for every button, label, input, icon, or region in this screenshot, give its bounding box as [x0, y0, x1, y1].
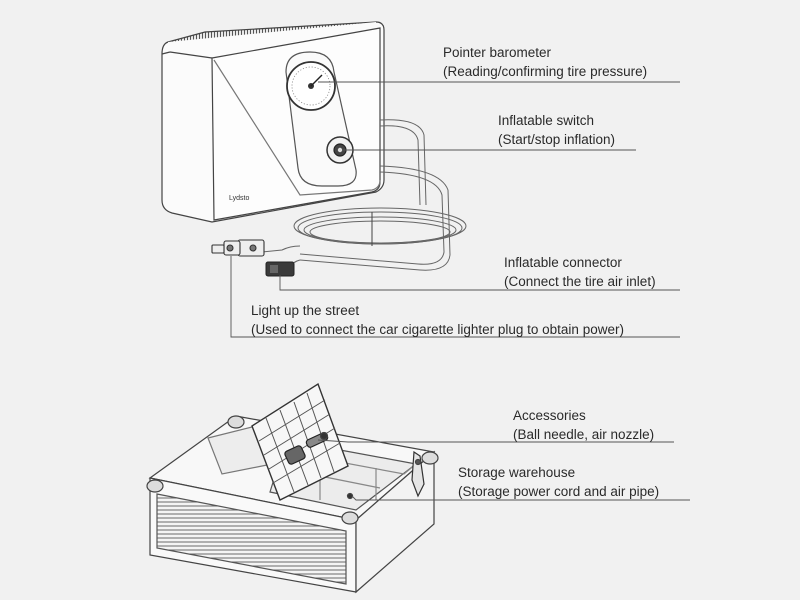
leader-storage	[351, 495, 690, 501]
leader-lines	[230, 81, 690, 501]
leader-accessories	[317, 439, 674, 443]
leader-light	[230, 256, 680, 338]
callout-description: (Ball needle, air nozzle)	[513, 427, 655, 442]
callout-pointer-barometer: Pointer barometer (Reading/confirming ti…	[443, 43, 647, 81]
callout-inflatable-switch: Inflatable switch (Start/stop inflation)	[498, 111, 615, 149]
inflatable-connector	[265, 261, 295, 277]
brand-logo: Lydsto	[229, 195, 249, 202]
callout-title: Inflatable switch	[498, 113, 595, 128]
callout-accessories: Accessories (Ball needle, air nozzle)	[513, 406, 654, 444]
callout-title: Pointer barometer	[443, 45, 552, 60]
air-compressor-front-view: Lydsto	[161, 21, 385, 223]
cigarette-lighter-plug	[211, 239, 265, 257]
callout-title: Storage warehouse	[458, 465, 576, 480]
callout-description: (Storage power cord and air pipe)	[458, 484, 660, 499]
callout-inflatable-connector: Inflatable connector (Connect the tire a…	[504, 253, 656, 291]
callout-light-up-the-street: Light up the street (Used to connect the…	[251, 301, 624, 339]
callout-description: (Used to connect the car cigarette light…	[251, 322, 624, 337]
coiled-hose	[261, 119, 467, 271]
callout-description: (Reading/confirming tire pressure)	[443, 64, 648, 79]
callout-title: Inflatable connector	[504, 255, 622, 270]
callout-title: Accessories	[513, 408, 586, 423]
leader-connector	[279, 275, 680, 291]
callout-description: (Connect the tire air inlet)	[504, 274, 656, 289]
callout-description: (Start/stop inflation)	[498, 132, 616, 147]
air-compressor-open-storage-view	[146, 382, 439, 594]
callout-title: Light up the street	[251, 303, 360, 318]
callout-storage-warehouse: Storage warehouse (Storage power cord an…	[458, 463, 659, 501]
